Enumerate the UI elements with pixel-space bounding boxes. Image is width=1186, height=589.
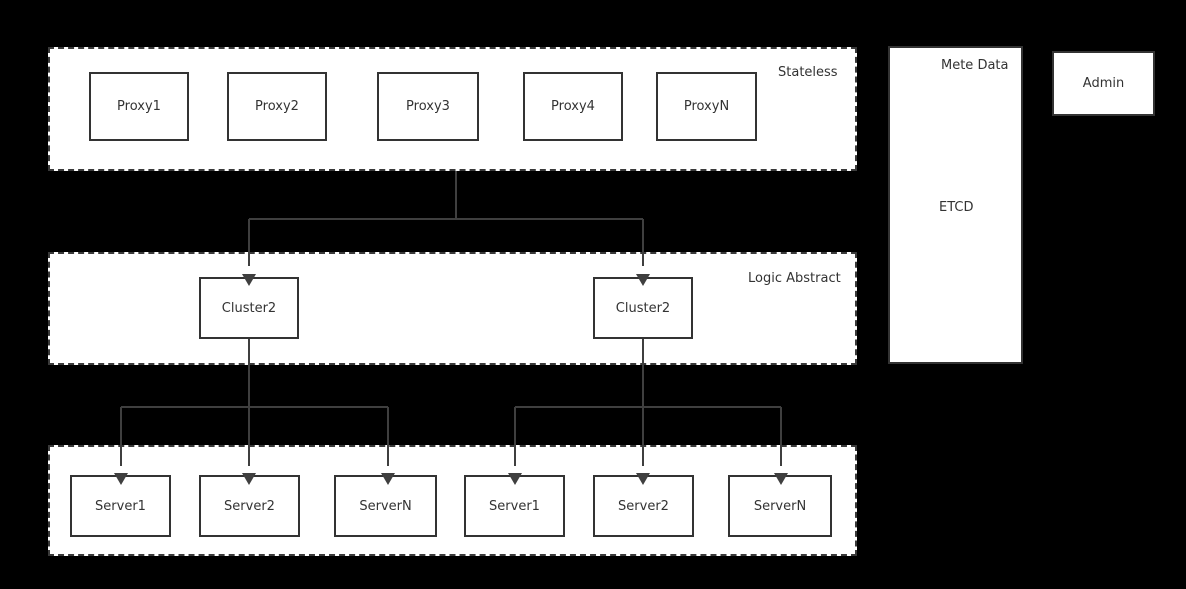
node-proxy-3[interactable]: Proxy3	[377, 72, 479, 141]
node-cluster-right[interactable]: Cluster2	[593, 277, 693, 339]
node-server-2[interactable]: Server2	[199, 475, 300, 537]
node-server-1[interactable]: Server1	[70, 475, 171, 537]
band-label-stateless: Stateless	[778, 65, 838, 80]
band-logic-abstract	[48, 252, 857, 365]
node-server-n-right[interactable]: ServerN	[728, 475, 832, 537]
node-proxy-2[interactable]: Proxy2	[227, 72, 327, 141]
node-server-3[interactable]: Server1	[464, 475, 565, 537]
node-server-n-left[interactable]: ServerN	[334, 475, 437, 537]
band-servers	[48, 445, 857, 556]
band-label-logic-abstract: Logic Abstract	[748, 271, 841, 286]
node-cluster-left[interactable]: Cluster2	[199, 277, 299, 339]
node-proxy-4[interactable]: Proxy4	[523, 72, 623, 141]
node-admin[interactable]: Admin	[1052, 51, 1155, 116]
panel-title-mete-data: Mete Data	[941, 58, 1009, 73]
node-proxy-n[interactable]: ProxyN	[656, 72, 757, 141]
panel-label-etcd: ETCD	[939, 200, 974, 215]
node-proxy-1[interactable]: Proxy1	[89, 72, 189, 141]
node-server-4[interactable]: Server2	[593, 475, 694, 537]
panel-mete-data[interactable]	[888, 46, 1023, 364]
